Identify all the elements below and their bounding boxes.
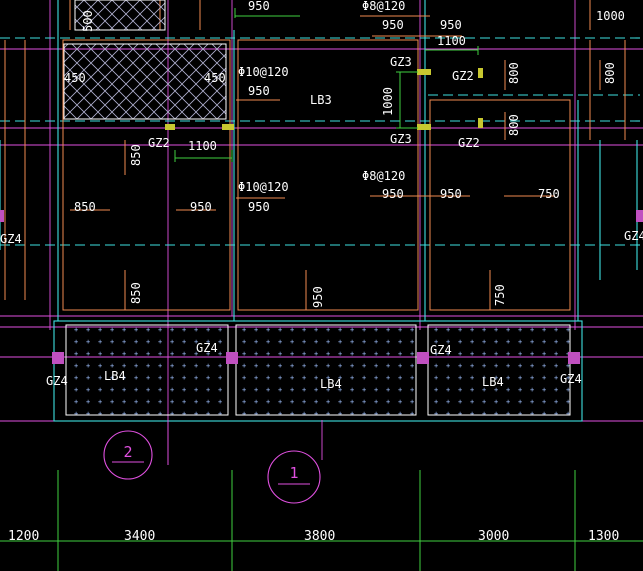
column-gz3-top [417, 69, 431, 75]
column-labels: GZ2 GZ3 GZ2 GZ3 GZ2 GZ4 GZ4 GZ4 GZ4 GZ4 … [0, 55, 643, 388]
bottom-dim-1200: 1200 [8, 529, 39, 544]
column-label-gz4-far-right: GZ4 [624, 229, 643, 243]
column-gz2-c [478, 68, 483, 78]
column-label-gz4-left: GZ4 [46, 374, 68, 388]
dim-950-lb3: 950 [248, 84, 270, 98]
column-gz2-b [222, 124, 234, 130]
bottom-dim-3400: 3400 [124, 529, 155, 544]
label-leaders [70, 15, 601, 310]
column-gz2-a [165, 124, 175, 130]
columns [0, 68, 643, 364]
slab-label-lb4-mid: LB4 [320, 377, 342, 391]
column-gz4-3 [417, 352, 429, 364]
dim-450-right: 450 [204, 71, 226, 85]
dim-750-v: 750 [493, 284, 507, 306]
dim-950-h3: 950 [382, 187, 404, 201]
dim-950-top2: 950 [382, 18, 404, 32]
column-label-gz2-b: GZ2 [452, 69, 474, 83]
dim-500: 500 [81, 10, 95, 32]
slab-label-lb4-left: LB4 [104, 369, 126, 383]
dim-450-left: 450 [64, 71, 86, 85]
slab-label-lb3: LB3 [310, 93, 332, 107]
axis-bubble-2: 2 [103, 420, 169, 480]
rebar-label-phi10-top: Φ10@120 [238, 65, 289, 79]
rebar-labels: Φ8@120 Φ10@120 Φ8@120 Φ10@120 [238, 0, 405, 194]
column-gz2-d [478, 118, 483, 128]
rebar-label-phi8-mid: Φ8@120 [362, 169, 405, 183]
beam-outlines [4, 0, 626, 311]
dimension-labels: 950 950 950 1100 1000 450 450 950 1100 8… [64, 0, 625, 214]
dim-800-a: 800 [507, 62, 521, 84]
dim-1100-mid: 1100 [188, 139, 217, 153]
dim-950-top3: 950 [440, 18, 462, 32]
column-gz4-2 [226, 352, 238, 364]
axis-label-left: 2 [123, 443, 132, 461]
green-dimension-lines [0, 8, 643, 571]
dim-950-h4: 950 [440, 187, 462, 201]
dim-950-h2: 950 [248, 200, 270, 214]
vertical-dimension-labels: 500 800 800 800 1000 850 850 950 750 [81, 10, 617, 308]
rebar-label-phi8-top: Φ8@120 [362, 0, 405, 13]
column-label-gz4-right: GZ4 [560, 372, 582, 386]
dotted-slabs [65, 324, 571, 416]
dim-950-top: 950 [248, 0, 270, 13]
dim-950-v: 950 [311, 286, 325, 308]
column-gz4-4 [568, 352, 580, 364]
bottom-dimension-row: 1200 3400 3800 3000 1300 [8, 529, 619, 544]
dim-1000-top: 1000 [596, 9, 625, 23]
dim-1000-vert: 1000 [381, 87, 395, 116]
axis-bubble-1: 1 [267, 420, 323, 504]
wall-lines [0, 0, 643, 422]
hatched-slab-top [74, 0, 166, 31]
column-label-gz3-bottom: GZ3 [390, 132, 412, 146]
dim-850-v2: 850 [129, 282, 143, 304]
column-label-gz2-c: GZ2 [458, 136, 480, 150]
dim-850-v1: 850 [129, 144, 143, 166]
bottom-dim-3000: 3000 [478, 529, 509, 544]
column-edge-right [636, 210, 643, 222]
dim-950-h1: 950 [190, 200, 212, 214]
dim-800-b: 800 [507, 114, 521, 136]
column-label-gz2-a: GZ2 [148, 136, 170, 150]
dim-750-h: 750 [538, 187, 560, 201]
slab-label-lb4-right: LB4 [482, 375, 504, 389]
axis-label-mid: 1 [289, 464, 298, 482]
dim-850-h: 850 [74, 200, 96, 214]
dim-1100-top: 1100 [437, 34, 466, 48]
bottom-dim-3800: 3800 [304, 529, 335, 544]
column-label-gz4-mid-right: GZ4 [430, 343, 452, 357]
hatched-slab [63, 43, 227, 120]
dim-800-c: 800 [603, 62, 617, 84]
column-label-gz4-mid-left: GZ4 [196, 341, 218, 355]
column-label-gz3-top: GZ3 [390, 55, 412, 69]
column-gz3-bottom [417, 124, 431, 130]
column-gz4-1 [52, 352, 64, 364]
bottom-dim-1300: 1300 [588, 529, 619, 544]
column-edge-left [0, 210, 4, 222]
rebar-label-phi10-mid: Φ10@120 [238, 180, 289, 194]
column-label-gz4-far-left: GZ4 [0, 232, 22, 246]
slab-labels: LB3 LB4 LB4 LB4 [104, 93, 504, 391]
